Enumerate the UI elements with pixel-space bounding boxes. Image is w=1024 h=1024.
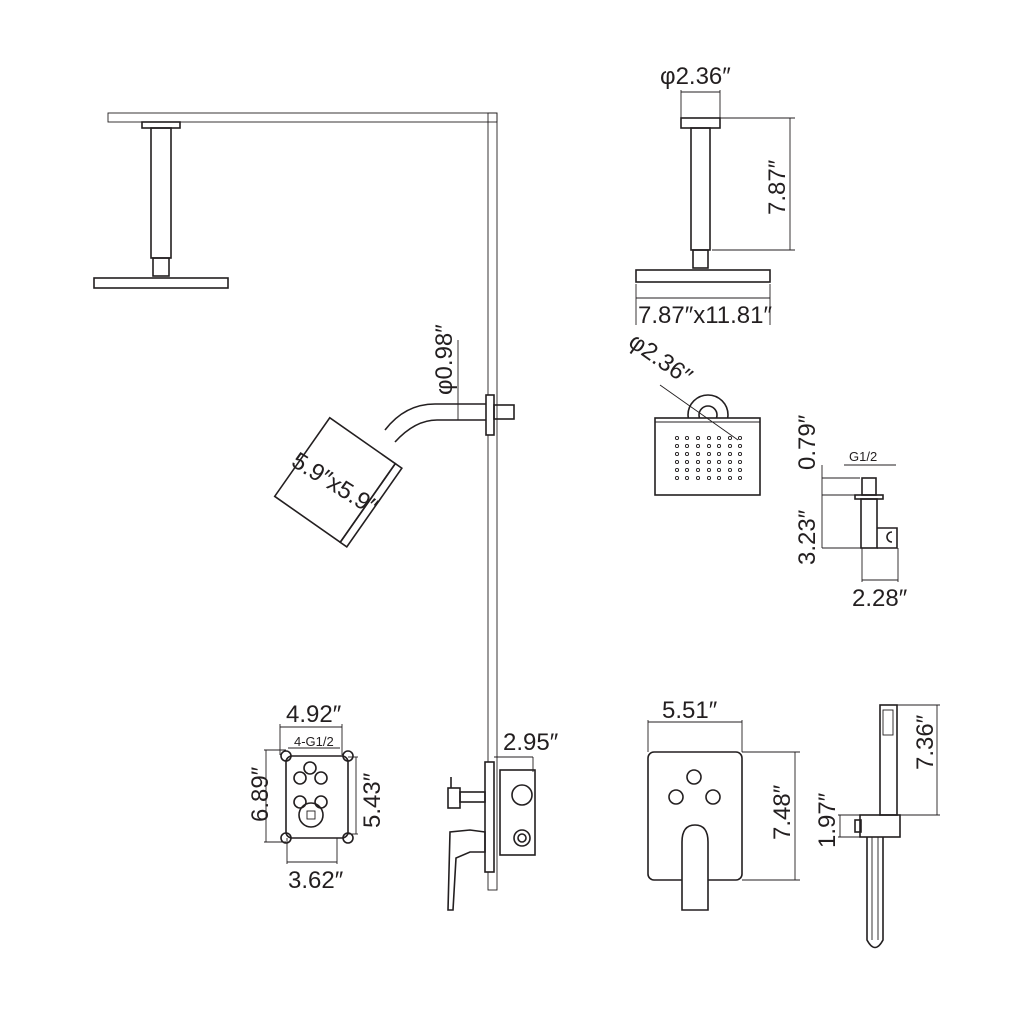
- ceiling-arm-length-label: 7.87″: [764, 159, 791, 215]
- wall-arm-shower: φ0.98″ 5.9″x5.9″: [273, 324, 515, 548]
- valve-box-front: 4.92″ 4-G1/2 6.89″ 5.43″ 3.62″: [247, 701, 386, 894]
- rain-head-size-label: 7.87″x11.81″: [638, 302, 772, 329]
- ceiling-flange-diameter-label: φ2.36″: [660, 63, 731, 90]
- bracket-top-label: 0.79″: [794, 414, 821, 470]
- wall-arm-diameter-label: φ0.98″: [431, 324, 458, 395]
- hand-shower-length-label: 7.36″: [912, 714, 939, 770]
- valve-depth-label: 2.95″: [503, 729, 559, 756]
- ceiling-wall: [107, 112, 498, 891]
- bracket-thread-label: G1/2: [849, 449, 877, 464]
- hand-shower: 7.36″ 1.97″: [814, 704, 940, 949]
- bracket-height-label: 3.23″: [794, 509, 821, 565]
- valve-inlets-label: 4-G1/2: [294, 734, 334, 749]
- rain-head-dimensions: φ2.36″ 7.87″ 7.87″x11.81″: [635, 63, 795, 329]
- trim-height-label: 7.48″: [769, 784, 796, 840]
- ceiling-rain-shower: [93, 121, 229, 289]
- valve-side-view: 2.95″: [447, 729, 559, 911]
- valve-inner-width-label: 3.62″: [288, 867, 344, 894]
- handheld-top-view: φ2.36″: [624, 328, 761, 496]
- shower-bracket: 0.79″ G1/2 3.23″ 2.28″: [794, 414, 908, 612]
- trim-plate: 5.51″ 7.48″: [647, 697, 800, 911]
- bracket-depth-label: 2.28″: [852, 585, 908, 612]
- valve-height-label: 6.89″: [247, 766, 274, 822]
- wall-head-size-label: 5.9″x5.9″: [287, 447, 383, 521]
- holder-height-label: 1.97″: [814, 792, 841, 848]
- holder-diameter-label: φ2.36″: [624, 328, 698, 391]
- valve-width-label: 4.92″: [286, 701, 342, 728]
- trim-width-label: 5.51″: [662, 697, 718, 724]
- valve-inner-height-label: 5.43″: [359, 772, 386, 828]
